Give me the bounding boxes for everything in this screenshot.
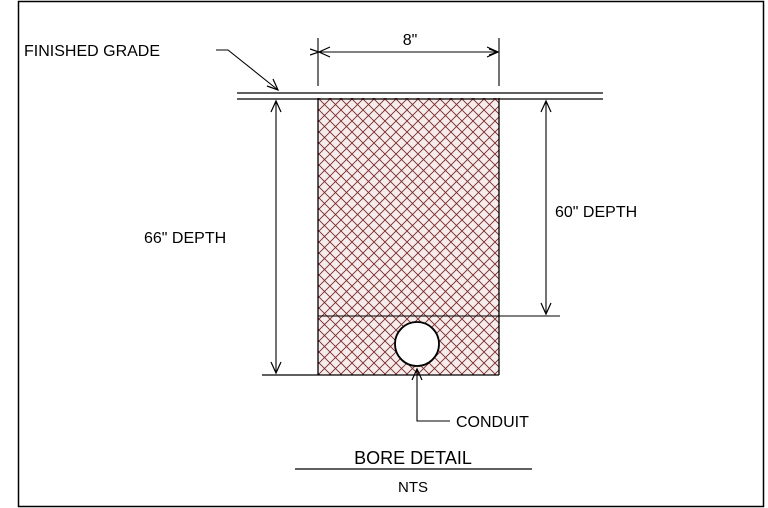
conduit-leader [416, 369, 450, 422]
conduit-leader-arrow [411, 367, 423, 381]
depth-60-label: 60" DEPTH [555, 204, 637, 221]
depth-66-arrow-bottom [270, 361, 282, 375]
drawing-border [17, 0, 765, 508]
depth-66-arrow-top [270, 99, 282, 113]
subtitle-label: NTS [398, 479, 428, 496]
conduit-label: CONDUIT [456, 414, 529, 431]
finished-grade-leader [216, 49, 279, 91]
depth-66-label: 66" DEPTH [144, 230, 226, 247]
width-arrow-right [486, 46, 500, 58]
title-label: BORE DETAIL [354, 448, 472, 468]
conduit-circle [394, 321, 440, 367]
width-arrow-left [317, 46, 331, 58]
depth-60-arrow-top [540, 99, 552, 113]
finished-grade-label: FINISHED GRADE [24, 43, 160, 60]
finished-grade-leader-arrow [266, 78, 280, 92]
depth-60-arrow-bottom [540, 302, 552, 316]
width-label: 8" [403, 32, 418, 49]
